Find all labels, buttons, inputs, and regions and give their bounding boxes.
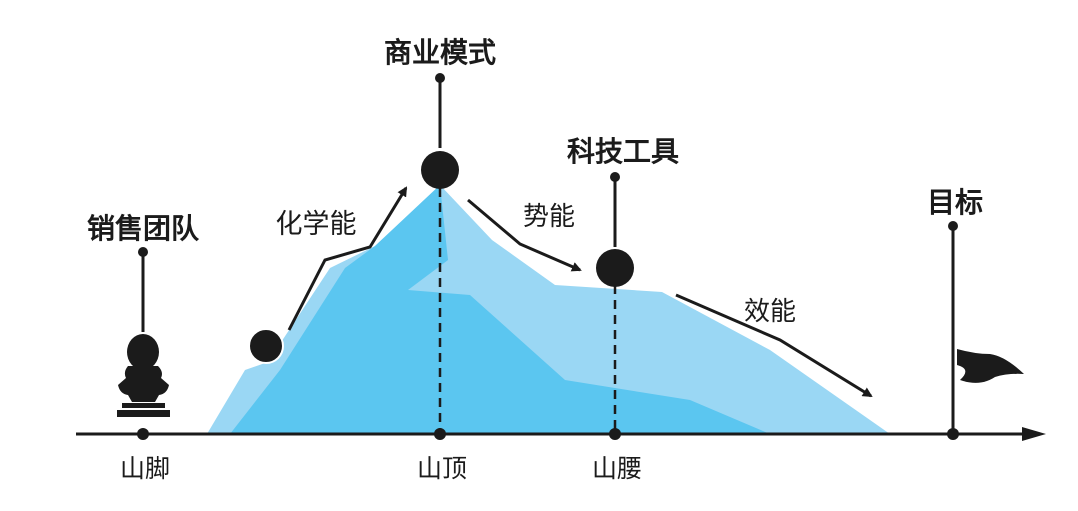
tech-tools-pin-dot (610, 172, 620, 182)
ground-axis-arrowhead (1022, 427, 1046, 441)
efficiency-label: 效能 (744, 297, 796, 327)
waist-label: 山腰 (592, 454, 642, 483)
goal-pin-dot (948, 221, 958, 231)
chemical-energy-arrow (287, 186, 408, 331)
sales-team-label: 销售团队 (87, 212, 200, 245)
foot-label: 山脚 (120, 454, 170, 483)
potential-energy-label: 势能 (523, 202, 575, 232)
potential-energy-arrow (467, 198, 582, 272)
person-bust-icon (117, 334, 170, 417)
chemical-energy-label: 化学能 (276, 209, 357, 240)
foot-marker (137, 428, 149, 440)
goal-label: 目标 (927, 186, 983, 219)
flag-icon (957, 349, 1024, 383)
sales-team-pin-dot (138, 247, 148, 257)
peak-label: 山顶 (417, 454, 467, 483)
ball-start (248, 328, 284, 364)
ball-waist (596, 249, 634, 287)
mountain-dark-layer (230, 185, 770, 434)
business-model-label: 商业模式 (384, 36, 496, 69)
business-model-pin-dot (435, 73, 445, 83)
waist-marker (609, 428, 621, 440)
efficiency-arrow (675, 293, 873, 398)
mountain (207, 185, 890, 434)
sales-team-pin (138, 247, 148, 332)
ball-peak (421, 151, 459, 189)
tech-tools-label: 科技工具 (567, 135, 679, 168)
